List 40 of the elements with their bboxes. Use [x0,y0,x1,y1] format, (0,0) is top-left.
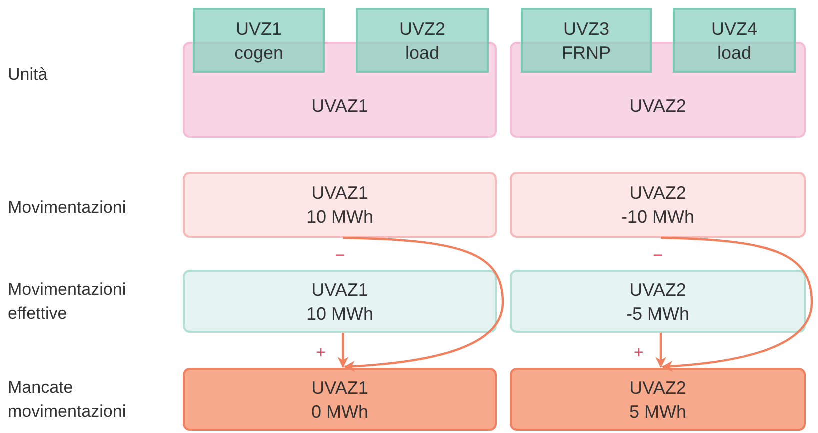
row-label: Mancate movimentazioni [8,377,128,423]
movement-box [183,172,497,238]
effective-movement-box [510,270,806,333]
box-text: UVAZ2 [630,376,686,400]
curved-arrow [343,236,504,372]
box-text: UVAZ2 [630,278,686,302]
unit-component-box [356,8,489,73]
box-text: UVZ2 [399,18,446,40]
box-text: UVAZ1 [312,376,368,400]
box-text: load [405,42,440,64]
row-label: Movimentazioni [8,197,128,219]
box-text: UVAZ2 [630,182,686,205]
box-text: FRNP [562,42,611,64]
box-text: 5 MWh [629,400,686,424]
box-text: 10 MWh [306,302,374,326]
box-text: -5 MWh [626,302,690,326]
unit-component-box [673,8,796,73]
box-text: 10 MWh [306,206,374,229]
box-text: cogen [234,42,284,64]
effective-movement-box [183,270,497,333]
curved-arrow [660,236,814,372]
box-text: load [717,42,752,64]
box-text: UVZ1 [236,18,282,40]
box-text: UVAZ1 [312,182,368,205]
arrow [655,333,666,368]
arrow [338,333,349,368]
box-text: UVAZ1 [312,278,368,302]
row-label: Movimentazioni effettive [8,279,128,325]
row-label: Unità [8,64,49,86]
missed-movement-box [510,368,806,431]
unit-component-box [521,8,652,73]
unit-component-box [193,8,325,73]
missed-movement-box [183,368,497,431]
movement-box [510,172,806,238]
box-text: 0 MWh [311,400,368,424]
box-text: UVAZ2 [630,95,686,118]
box-text: UVAZ1 [312,95,368,118]
box-text: -10 MWh [621,206,694,229]
box-text: UVZ4 [711,18,758,40]
box-text: UVZ3 [563,18,610,40]
